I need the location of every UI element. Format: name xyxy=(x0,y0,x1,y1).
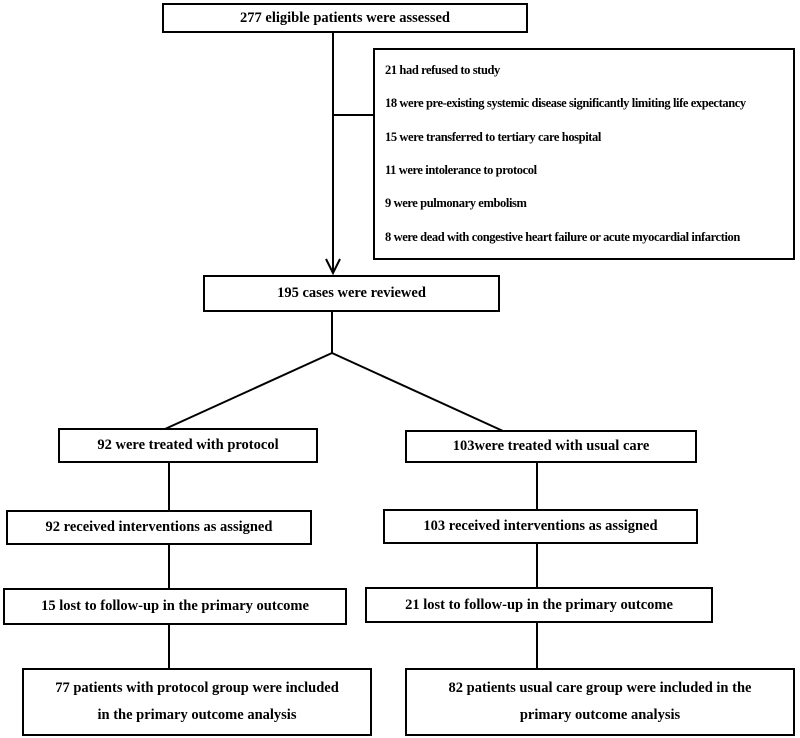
fork-right-diagonal xyxy=(331,352,504,432)
exclusion-item-pulmonary-embolism: 9 were pulmonary embolism xyxy=(385,196,527,211)
exclusion-item-dead: 8 were dead with congestive heart failur… xyxy=(385,229,740,244)
protocol-analyzed-line1: 77 patients with protocol group were inc… xyxy=(55,680,339,696)
box-protocol-analyzed: 77 patients with protocol group were inc… xyxy=(22,668,372,736)
exclusion-item-transferred: 15 were transferred to tertiary care hos… xyxy=(385,129,601,144)
box-usualcare-received: 103 received interventions as assigned xyxy=(383,509,698,544)
exclusion-item-intolerance: 11 were intolerance to protocol xyxy=(385,163,537,178)
arrowhead-down-icon xyxy=(325,258,341,276)
usualcare-analyzed-line2: primary outcome analysis xyxy=(519,707,681,723)
exclusion-item-preexisting-disease: 18 were pre-existing systemic disease si… xyxy=(385,96,746,111)
exclusion-item-refused: 21 had refused to study xyxy=(385,63,500,78)
protocol-analyzed-line2: in the primary outcome analysis xyxy=(97,707,297,723)
box-protocol-lost-followup: 15 lost to follow-up in the primary outc… xyxy=(3,588,347,625)
box-exclusions: 21 had refused to study 18 were pre-exis… xyxy=(373,48,795,260)
box-protocol-allocated: 92 were treated with protocol xyxy=(58,428,318,463)
usualcare-analyzed-line1: 82 patients usual care group were includ… xyxy=(448,680,752,696)
box-eligible-assessed: 277 eligible patients were assessed xyxy=(162,3,528,33)
box-usualcare-allocated: 103were treated with usual care xyxy=(405,430,697,463)
fork-left-diagonal xyxy=(164,352,333,430)
box-usualcare-analyzed: 82 patients usual care group were includ… xyxy=(405,668,795,736)
box-cases-reviewed: 195 cases were reviewed xyxy=(203,275,500,312)
box-usualcare-lost-followup: 21 lost to follow-up in the primary outc… xyxy=(365,587,713,623)
box-protocol-received: 92 received interventions as assigned xyxy=(6,510,312,545)
